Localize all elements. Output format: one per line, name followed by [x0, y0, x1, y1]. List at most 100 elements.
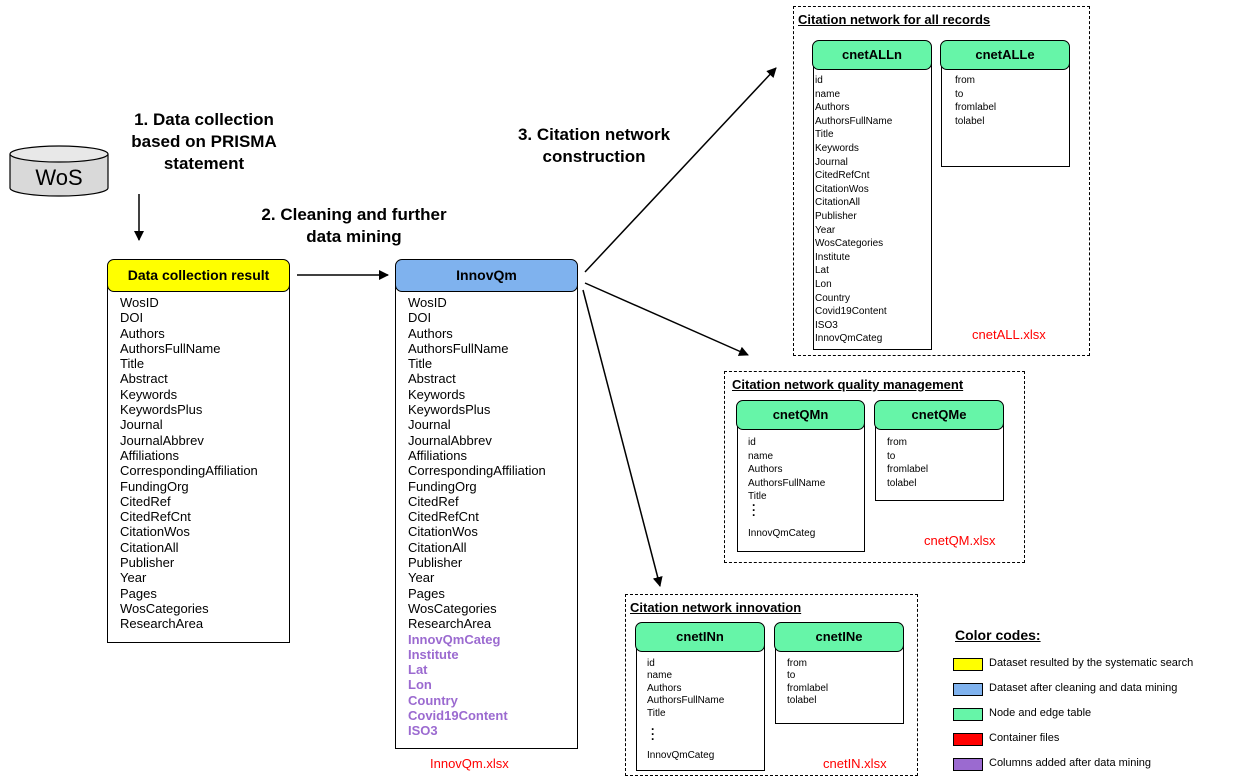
field-item: WosCategories: [120, 600, 209, 616]
field-item: Title: [408, 356, 433, 372]
all-records-title: Citation network for all records: [798, 12, 991, 27]
field-item: CitedRefCnt: [815, 170, 870, 182]
field-item: Abstract: [120, 371, 168, 387]
field-item: id: [815, 75, 823, 86]
legend-swatch: [953, 658, 983, 671]
field-item: Covid19Content: [408, 708, 508, 724]
qm-title: Citation network quality management: [732, 377, 964, 392]
field-item: Lat: [408, 662, 428, 678]
cnetin-file-label: cnetIN.xlsx: [823, 756, 887, 771]
field-item: tolabel: [955, 115, 985, 127]
field-item: Journal: [120, 417, 163, 433]
field-item: fromlabel: [787, 682, 829, 694]
step-3-label: 3. Citation network construction: [517, 125, 671, 166]
field-item: from: [887, 437, 907, 448]
field-item: InnovQmCateg: [815, 333, 883, 345]
field-item: CitedRef: [408, 493, 459, 509]
cnetinn-header: cnetINn: [635, 622, 765, 652]
field-item: Lon: [408, 677, 432, 693]
field-item: name: [647, 670, 673, 682]
innovqm-header: InnovQm: [395, 259, 578, 292]
field-item: from: [955, 75, 975, 86]
legend-swatch: [953, 683, 983, 696]
field-item: to: [887, 450, 896, 462]
field-item: Authors: [748, 464, 783, 476]
cnetall-file-label: cnetALL.xlsx: [972, 327, 1046, 342]
field-item: ISO3: [408, 723, 438, 739]
field-item: CitationAll: [815, 197, 861, 209]
qm-group: [724, 371, 1025, 563]
step-1-label: 1. Data collection based on PRISMA state…: [131, 110, 277, 173]
arrow-innovqm-to-all: [584, 67, 777, 273]
legend-title: Color codes:: [955, 627, 1041, 643]
field-item: AuthorsFullName: [120, 340, 221, 356]
field-item: CitedRefCnt: [120, 509, 191, 525]
legend-label: Container files: [989, 732, 1060, 744]
field-item: to: [955, 88, 964, 100]
legend-label: Dataset resulted by the systematic searc…: [989, 657, 1194, 669]
field-item: Publisher: [408, 555, 463, 571]
field-item: WosCategories: [408, 600, 497, 616]
qm-last-field: InnovQmCateg: [748, 528, 816, 539]
field-item: AuthorsFullName: [647, 695, 725, 707]
innovqm-file-label: InnovQm.xlsx: [430, 756, 509, 771]
legend-label: Node and edge table: [989, 707, 1092, 719]
field-item: KeywordsPlus: [120, 402, 203, 418]
cnetqmn-header: cnetQMn: [736, 400, 865, 430]
field-item: Authors: [815, 102, 850, 114]
innovation-group: [625, 594, 918, 776]
field-item: Journal: [408, 417, 451, 433]
legend-label: Dataset after cleaning and data mining: [989, 682, 1178, 694]
arrow-innovqm-to-in: [582, 289, 663, 587]
field-item: name: [748, 450, 774, 462]
field-item: Affiliations: [120, 447, 180, 463]
field-item: KeywordsPlus: [408, 402, 491, 418]
arrow-innovqm-to-qm: [584, 282, 749, 356]
field-item: CitationWos: [408, 524, 478, 540]
cnetqmn-table: [737, 414, 865, 552]
field-item: id: [647, 658, 655, 669]
field-item: AuthorsFullName: [408, 340, 509, 356]
field-item: Keywords: [120, 386, 178, 402]
field-item: fromlabel: [955, 102, 997, 114]
field-item: Country: [815, 292, 851, 304]
field-item: Title: [120, 356, 145, 372]
field-item: DOI: [408, 310, 432, 326]
field-item: FundingOrg: [120, 478, 189, 494]
legend-swatch: [953, 758, 983, 771]
field-item: Affiliations: [408, 447, 468, 463]
field-item: Abstract: [408, 371, 456, 387]
field-item: CorrespondingAffiliation: [408, 463, 546, 479]
cnetalle-table: [941, 54, 1070, 167]
field-item: Authors: [647, 682, 682, 694]
field-item: Authors: [120, 325, 165, 341]
field-item: Publisher: [815, 210, 857, 222]
field-item: AuthorsFullName: [815, 115, 893, 127]
legend-swatch: [953, 708, 983, 721]
cnetalln-header: cnetALLn: [812, 40, 932, 70]
in-last-field: InnovQmCateg: [647, 750, 715, 761]
field-item: DOI: [120, 310, 144, 326]
field-item: Year: [815, 224, 836, 236]
field-item: FundingOrg: [408, 478, 477, 494]
field-item: JournalAbbrev: [408, 432, 492, 448]
cnetine-header: cnetINe: [774, 622, 904, 652]
field-item: Keywords: [815, 142, 859, 154]
field-item: ISO3: [815, 319, 838, 331]
cnetqme-header: cnetQMe: [874, 400, 1004, 430]
field-item: Title: [748, 491, 767, 503]
qm-ellipsis: ···: [752, 498, 756, 522]
cnetalle-header: cnetALLe: [940, 40, 1070, 70]
field-item: CitedRef: [120, 493, 171, 509]
field-item: JournalAbbrev: [120, 432, 204, 448]
field-item: Institute: [815, 251, 851, 263]
field-item: Covid19Content: [815, 306, 887, 318]
